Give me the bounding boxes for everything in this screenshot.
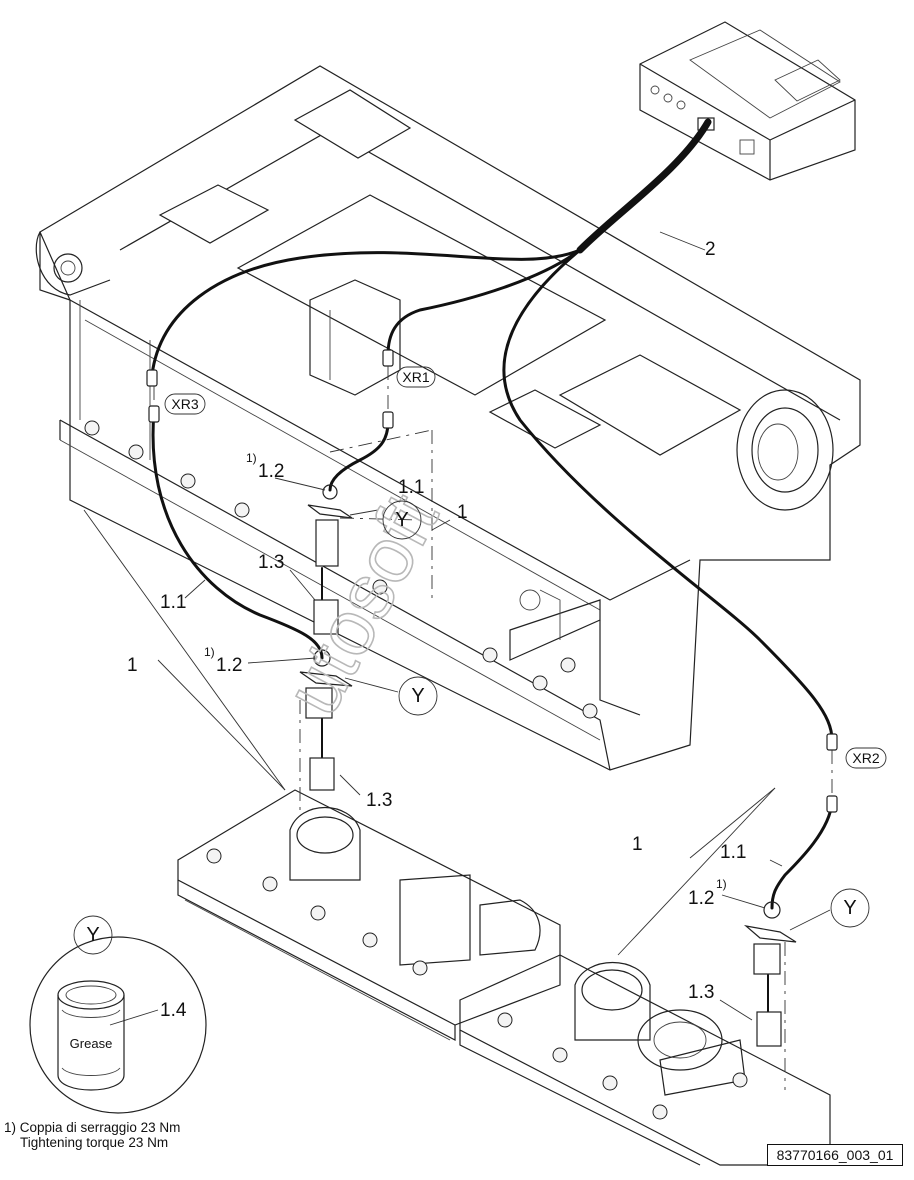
detail-y-2: Y bbox=[411, 685, 424, 707]
main-frame bbox=[35, 65, 861, 771]
label-item-1-3-b: 1.3 bbox=[366, 790, 392, 811]
label-item-1-a: 1 bbox=[457, 502, 468, 523]
label-item-1-1-c: 1.1 bbox=[720, 842, 746, 863]
footnote-marker-c: 1) bbox=[716, 877, 727, 891]
drawing-id-box: 83770166_003_01 bbox=[767, 1144, 903, 1166]
connector-xr2: XR2 bbox=[852, 750, 879, 766]
footnote-marker-b: 1) bbox=[204, 645, 215, 659]
sensor-1 bbox=[307, 484, 353, 635]
label-item-1-b: 1 bbox=[127, 655, 138, 676]
label-item-1-2-c: 1.2 bbox=[688, 888, 714, 909]
detail-y-grease: Y bbox=[86, 924, 99, 946]
label-item-1-3-c: 1.3 bbox=[688, 982, 714, 1003]
label-item-1-2-b: 1.2 bbox=[216, 655, 242, 676]
label-item-1-2-a: 1.2 bbox=[258, 461, 284, 482]
footnote-line-1: 1) Coppia di serraggio 23 Nm bbox=[4, 1120, 181, 1135]
control-box bbox=[639, 21, 856, 181]
label-item-1-1-b: 1.1 bbox=[160, 592, 186, 613]
sensor-3 bbox=[743, 901, 797, 1047]
connector-callouts: XR1 XR3 XR2 bbox=[164, 366, 887, 769]
leader-lines bbox=[83, 231, 831, 1026]
label-item-2: 2 bbox=[705, 239, 716, 260]
footnote: 1) Coppia di serraggio 23 Nm Tightening … bbox=[4, 1120, 180, 1150]
connector-housings bbox=[146, 349, 838, 813]
cable-harness bbox=[150, 118, 834, 1013]
detail-y-3: Y bbox=[843, 897, 856, 919]
label-item-1-c: 1 bbox=[632, 834, 643, 855]
grease-detail-view: Y Grease bbox=[29, 915, 207, 1114]
part-labels: 2 1 1 1 1.1 1.1 1.1 1) 1.2 1) 1.2 1.2 1)… bbox=[127, 239, 746, 1021]
label-item-1-1-a: 1.1 bbox=[398, 477, 424, 498]
footnote-line-2: Tightening torque 23 Nm bbox=[20, 1135, 169, 1150]
grease-can-label: Grease bbox=[70, 1036, 113, 1051]
sensor-2 bbox=[299, 649, 353, 791]
label-item-1-4: 1.4 bbox=[160, 1000, 187, 1021]
assembly-lines bbox=[153, 366, 833, 1090]
connector-xr3: XR3 bbox=[171, 396, 198, 412]
right-lower-assembly bbox=[459, 954, 831, 1166]
footnote-marker-a: 1) bbox=[246, 451, 257, 465]
detail-callouts: Y Y Y bbox=[382, 500, 870, 928]
svg-text:utosoft: utosoft bbox=[267, 480, 455, 728]
watermark: utosoft bbox=[267, 479, 456, 729]
detail-y-1: Y bbox=[395, 509, 408, 531]
label-item-1-3-a: 1.3 bbox=[258, 552, 284, 573]
connector-xr1: XR1 bbox=[402, 369, 429, 385]
left-lower-assembly bbox=[177, 789, 561, 1041]
